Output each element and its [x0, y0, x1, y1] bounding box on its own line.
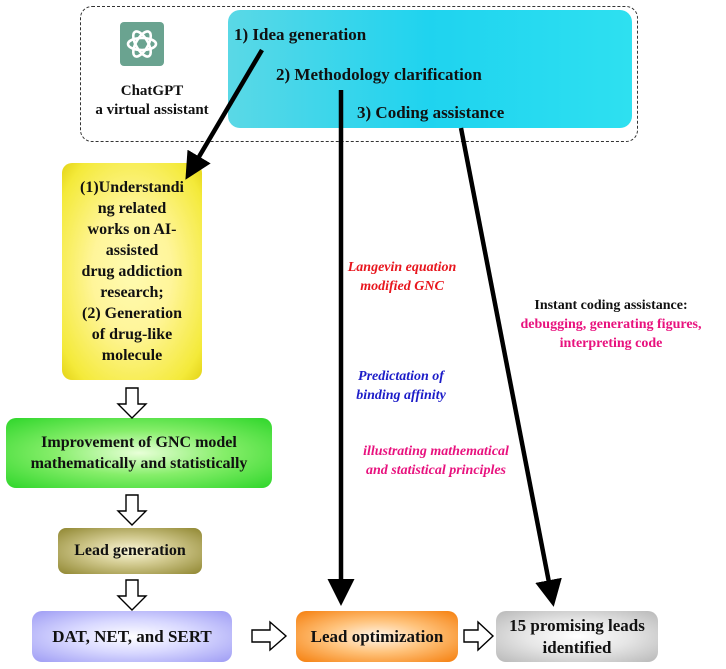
understanding-line: ng related [97, 200, 167, 217]
leads-identified-box: 15 promising leads identified [496, 611, 658, 662]
targets-label: DAT, NET, and SERT [52, 626, 212, 646]
down-arrow-icon [116, 387, 148, 419]
improvement-text: Improvement of GNC model mathematically … [31, 432, 248, 474]
binding-line: binding affinity [356, 388, 446, 403]
coding-note-line: interpreting code [559, 336, 663, 351]
improvement-gnc-box: Improvement of GNC model mathematically … [6, 418, 272, 488]
coding-note-line: debugging, generating figures, [520, 317, 702, 332]
leads-line: 15 promising leads [509, 615, 645, 635]
understanding-line: (1)Understandi [79, 179, 184, 196]
chatgpt-dashed-frame [80, 6, 638, 142]
illustrating-line: illustrating mathematical [363, 444, 509, 459]
understanding-generation-box: (1)Understandi ng related works on AI- a… [62, 163, 202, 380]
langevin-note: Langevin equation modified GNC [332, 258, 472, 296]
understanding-line: works on AI- [87, 221, 177, 238]
understanding-line: research; [100, 284, 164, 301]
lead-generation-box: Lead generation [58, 528, 202, 574]
binding-note: Predictation of binding affinity [336, 367, 466, 405]
targets-box: DAT, NET, and SERT [32, 611, 232, 662]
coding-assistance-note: Instant coding assistance: debugging, ge… [496, 296, 726, 353]
openai-logo-icon [120, 22, 164, 66]
chatgpt-caption: ChatGPT a virtual assistant [82, 82, 222, 120]
illustrating-note: illustrating mathematical and statistica… [336, 442, 536, 480]
langevin-line: Langevin equation [347, 260, 457, 275]
lead-optimization-label: Lead optimization [310, 626, 444, 646]
understanding-line: (2) Generation [82, 305, 182, 322]
right-arrow-icon [463, 620, 495, 652]
leads-line: identified [542, 637, 612, 657]
chatgpt-steps-box [228, 10, 632, 128]
right-arrow-icon [251, 620, 288, 652]
improvement-line: mathematically and statistically [30, 455, 248, 472]
coding-note-title: Instant coding assistance: [534, 298, 688, 313]
step-idea-generation: 1) Idea generation [234, 25, 367, 44]
understanding-line: assisted [105, 242, 159, 259]
assistant-name: ChatGPT [120, 83, 184, 99]
leads-identified-text: 15 promising leads identified [509, 615, 645, 659]
step-methodology-clarification: 2) Methodology clarification [276, 65, 482, 84]
coding-arrow [458, 127, 562, 607]
understanding-line: molecule [101, 347, 163, 364]
lead-optimization-box: Lead optimization [296, 611, 458, 662]
understanding-line: of drug-like [91, 326, 173, 343]
langevin-line: modified GNC [360, 279, 444, 294]
idea-arrow [185, 48, 264, 180]
lead-generation-label: Lead generation [74, 542, 186, 559]
improvement-line: Improvement of GNC model [41, 434, 237, 451]
assistant-caption: a virtual assistant [95, 102, 209, 118]
down-arrow-icon [116, 579, 148, 611]
binding-line: Predictation of [358, 369, 444, 384]
step-coding-assistance: 3) Coding assistance [357, 103, 505, 122]
illustrating-line: and statistical principles [365, 463, 506, 478]
understanding-line: drug addiction [81, 263, 183, 280]
understanding-text: (1)Understandi ng related works on AI- a… [74, 173, 190, 370]
down-arrow-icon [116, 494, 148, 526]
